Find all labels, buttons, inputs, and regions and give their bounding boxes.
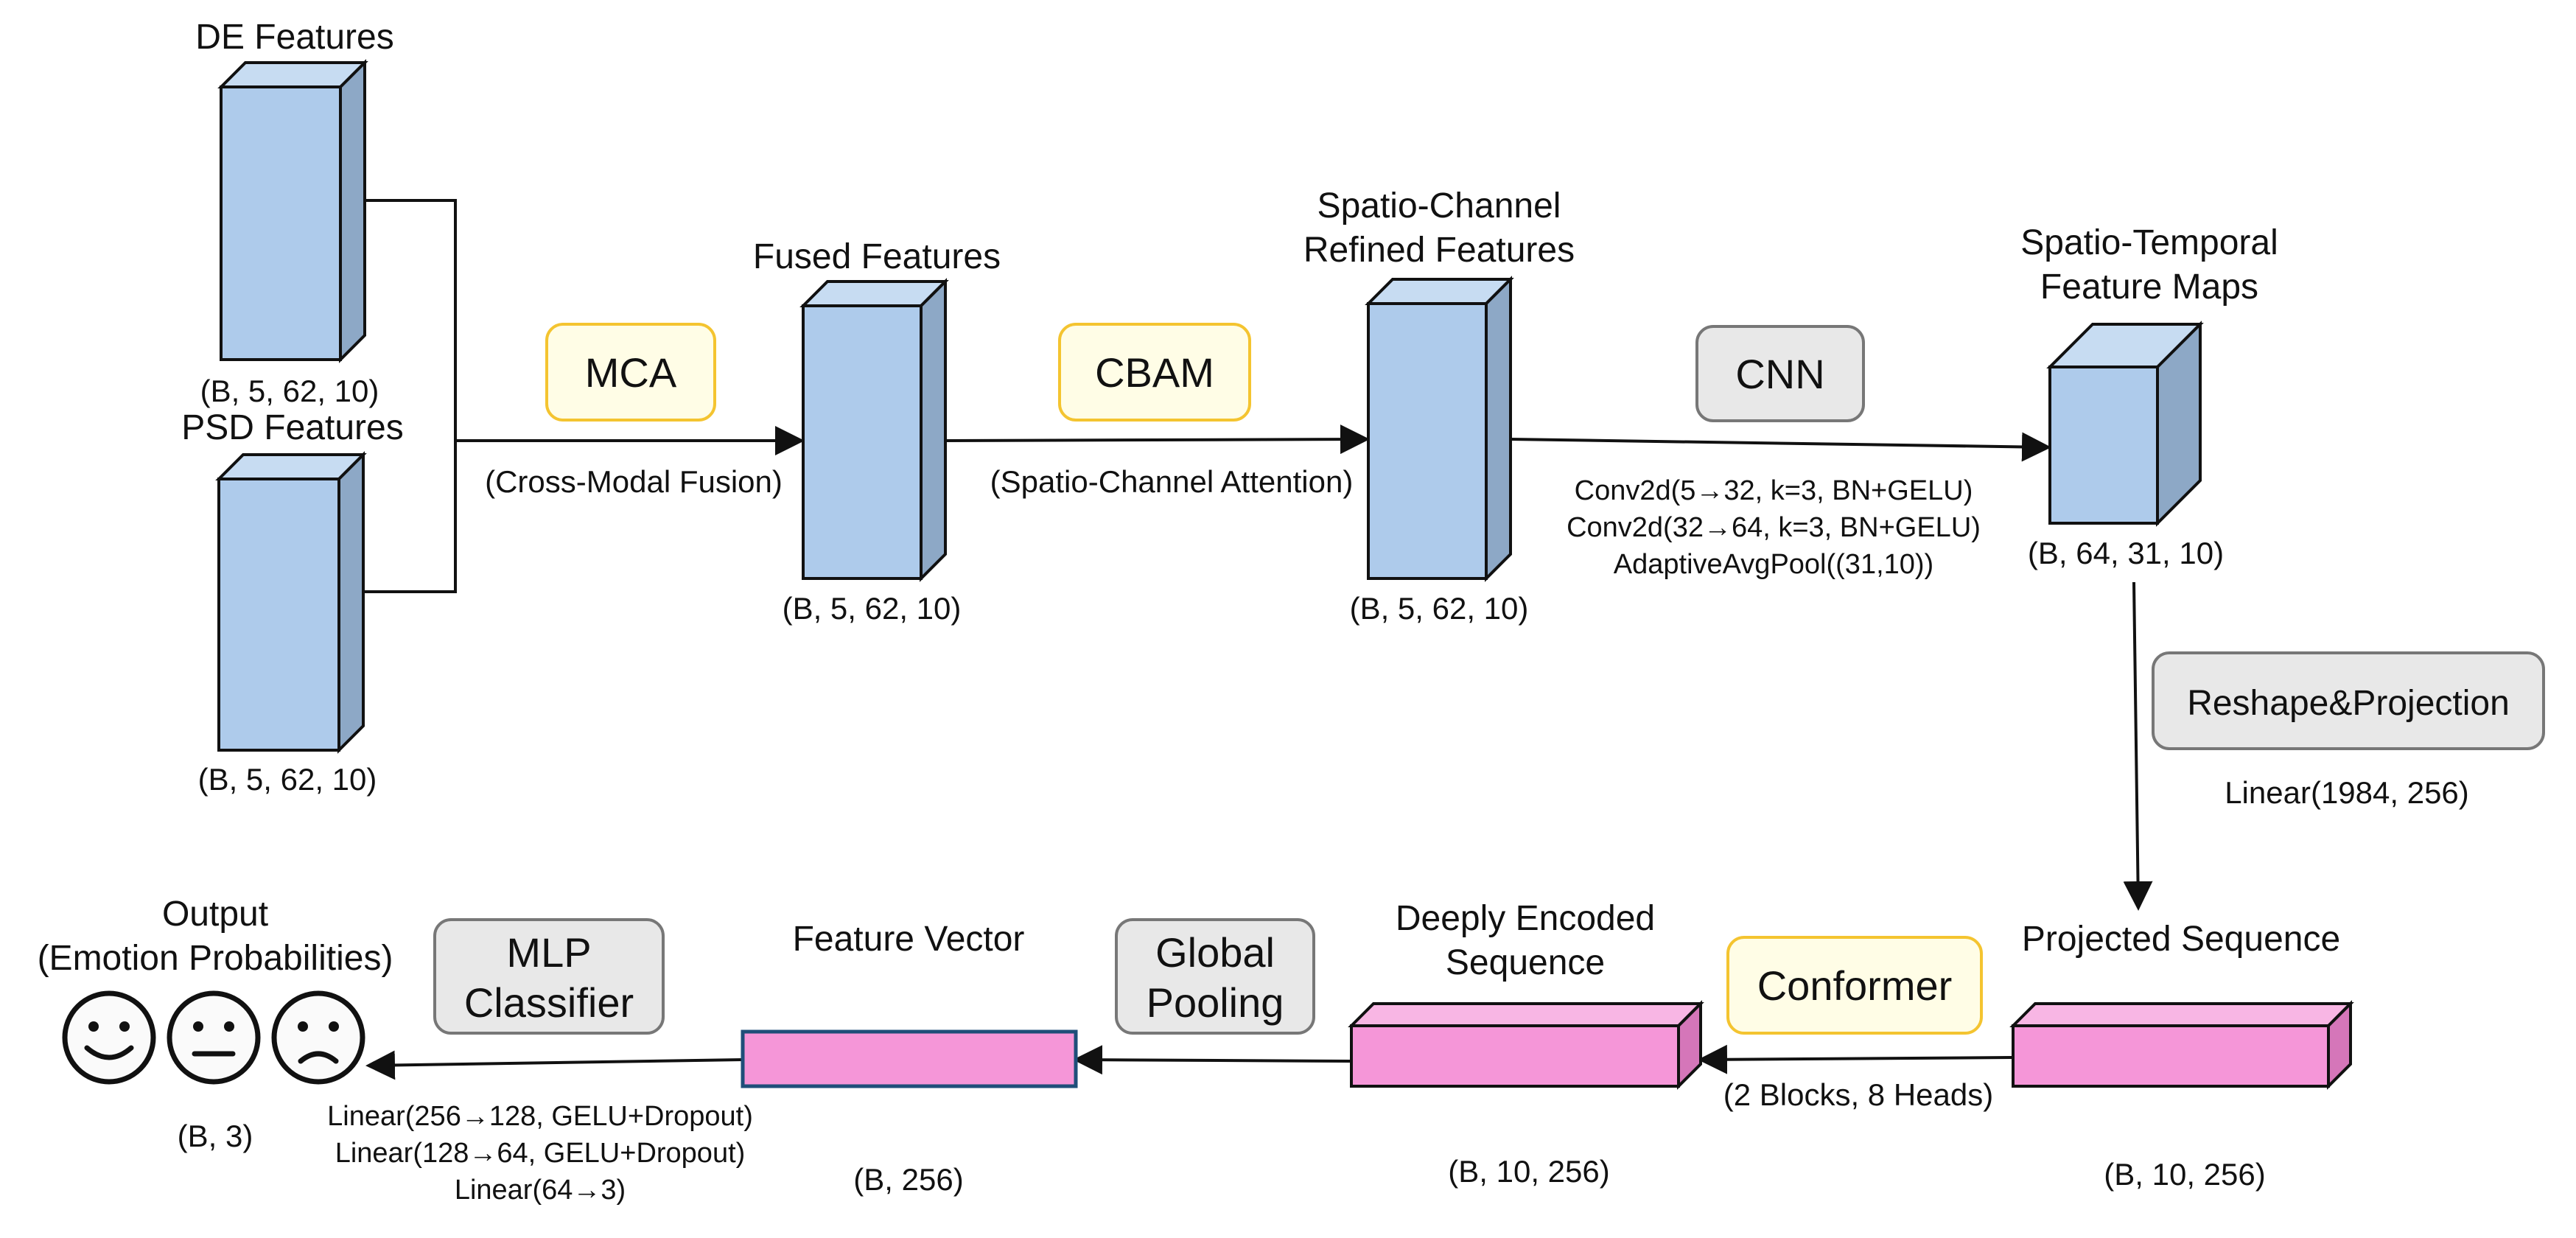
de-dims: (B, 5, 62, 10) <box>200 374 379 408</box>
fused-features-cube <box>799 278 949 582</box>
conformer-label: Conformer <box>1757 962 1953 1009</box>
cnn-module: CNN <box>1695 325 1865 422</box>
arrow-to-projected <box>2123 581 2153 911</box>
slab-side <box>1677 1000 1702 1090</box>
mlp-module: MLP Classifier <box>433 918 665 1035</box>
cbam-caption: (Spatio-Channel Attention) <box>990 464 1354 499</box>
st-maps-cube <box>2046 321 2204 527</box>
cube-side <box>1485 276 1512 582</box>
reshape-caption: Linear(1984, 256) <box>2225 775 2469 810</box>
de-to-merge-line <box>365 199 457 441</box>
pooling-module: Global Pooling <box>1115 918 1315 1035</box>
arrow-to-refined <box>945 424 1370 455</box>
slab-front <box>1350 1024 1680 1088</box>
cbam-box <box>1058 323 1251 422</box>
reshape-label: Reshape&Projection <box>2187 684 2510 723</box>
encoded-sequence-slab <box>1348 1000 1704 1090</box>
fused-title: Fused Features <box>753 237 1001 276</box>
reshape-box <box>2152 651 2545 750</box>
mca-box <box>545 323 716 422</box>
cnn-label: CNN <box>1735 351 1824 397</box>
pooling-label-1: Global <box>1155 929 1275 976</box>
cube-front <box>217 478 340 752</box>
conformer-box <box>1726 936 1983 1035</box>
neutral-face-icon <box>167 990 261 1085</box>
cnn-box <box>1695 325 1865 422</box>
connectors <box>365 199 2153 1080</box>
mlp-detail-2: Linear(128→64, GELU+Dropout) <box>335 1138 746 1169</box>
psd-title: PSD Features <box>181 408 403 447</box>
fused-dims: (B, 5, 62, 10) <box>783 591 962 626</box>
mca-module: MCA <box>545 323 716 422</box>
refined-title-1: Spatio-Channel <box>1317 186 1561 225</box>
refined-title-2: Refined Features <box>1303 231 1575 270</box>
encoded-title-1: Deeply Encoded <box>1396 899 1655 938</box>
de-features-cube <box>217 59 368 363</box>
cbam-label: CBAM <box>1095 349 1214 396</box>
arrow-to-encoded <box>1698 1044 2012 1074</box>
emotion-faces <box>62 990 365 1085</box>
mlp-label-1: MLP <box>506 929 591 976</box>
mlp-detail-3: Linear(64→3) <box>455 1175 626 1206</box>
projected-dims: (B, 10, 256) <box>2104 1157 2265 1192</box>
mlp-box <box>433 918 665 1035</box>
arrow-to-output <box>365 1050 743 1080</box>
refined-features-cube <box>1365 276 1514 582</box>
cube-front <box>802 304 923 580</box>
st-maps-title-2: Feature Maps <box>2040 267 2258 307</box>
cube-front <box>220 85 342 361</box>
happy-face-icon <box>62 990 156 1085</box>
feature-vector-bar <box>741 1029 1078 1088</box>
conformer-module: Conformer <box>1726 936 1983 1035</box>
st-maps-dims: (B, 64, 31, 10) <box>2028 536 2224 570</box>
arrow-to-st-maps <box>1510 432 2051 462</box>
st-maps-title-1: Spatio-Temporal <box>2020 223 2278 262</box>
reshape-module: Reshape&Projection <box>2152 651 2545 750</box>
mlp-label-2: Classifier <box>464 979 634 1026</box>
mlp-detail-1: Linear(256→128, GELU+Dropout) <box>327 1101 753 1132</box>
output-title-1: Output <box>162 895 268 934</box>
slab-front <box>2012 1024 2330 1088</box>
cube-side <box>337 451 365 754</box>
cube-side <box>2156 321 2202 527</box>
psd-dims: (B, 5, 62, 10) <box>198 762 377 797</box>
projected-title: Projected Sequence <box>2022 920 2340 959</box>
cube-side <box>920 278 947 582</box>
feature-vector-title: Feature Vector <box>793 920 1025 959</box>
cube-front <box>1367 302 1488 580</box>
cnn-detail-2: Conv2d(32→64, k=3, BN+GELU) <box>1567 512 1981 543</box>
pooling-box <box>1115 918 1315 1035</box>
slab-top <box>1348 1002 1704 1027</box>
feature-vector-dims: (B, 256) <box>853 1162 963 1197</box>
output-title-2: (Emotion Probabilities) <box>38 939 393 978</box>
cbam-module: CBAM <box>1058 323 1251 422</box>
cube-side <box>339 59 366 363</box>
cnn-detail-3: AdaptiveAvgPool((31,10)) <box>1614 549 1933 580</box>
mca-caption: (Cross-Modal Fusion) <box>485 464 783 499</box>
encoded-title-2: Sequence <box>1446 943 1605 982</box>
pooling-label-2: Pooling <box>1147 979 1284 1026</box>
sad-face-icon <box>271 990 365 1085</box>
refined-dims: (B, 5, 62, 10) <box>1350 591 1529 626</box>
psd-to-merge-line <box>365 441 457 593</box>
output-dims: (B, 3) <box>178 1119 253 1153</box>
cube-front <box>2048 366 2159 525</box>
de-title: DE Features <box>195 18 393 57</box>
mca-label: MCA <box>585 349 677 396</box>
projected-sequence-slab <box>2009 1000 2354 1090</box>
conformer-caption: (2 Blocks, 8 Heads) <box>1723 1077 1993 1112</box>
slab-side <box>2327 1000 2352 1090</box>
psd-features-cube <box>215 451 367 754</box>
encoded-dims: (B, 10, 256) <box>1448 1154 1609 1189</box>
slab-top <box>2009 1002 2354 1027</box>
arrow-to-feature-vector <box>1073 1045 1351 1075</box>
cnn-detail-1: Conv2d(5→32, k=3, BN+GELU) <box>1575 475 1973 506</box>
